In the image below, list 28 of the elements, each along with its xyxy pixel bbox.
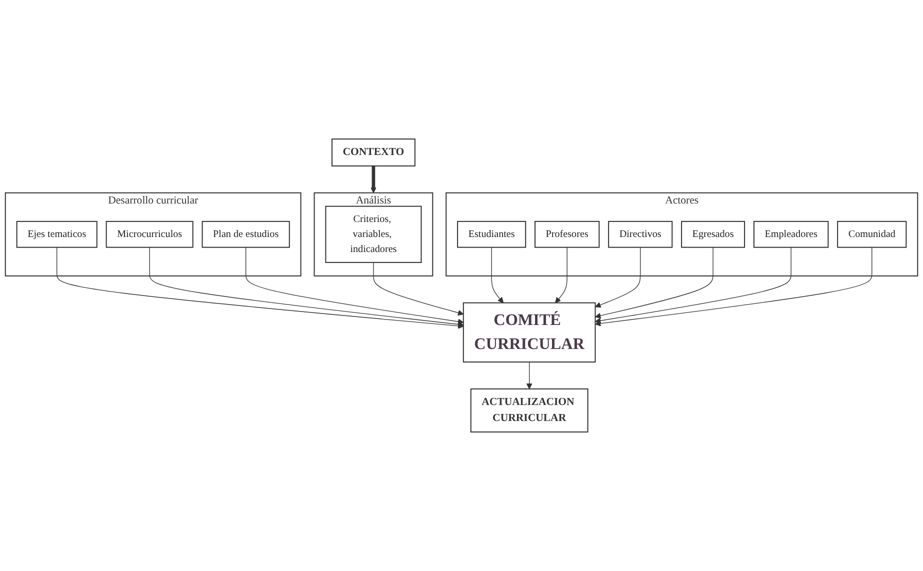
cluster <box>314 192 434 276</box>
arrow <box>246 246 464 325</box>
node-box <box>325 206 422 263</box>
cluster <box>446 192 918 276</box>
node-box <box>457 220 526 248</box>
node-box <box>534 220 600 248</box>
node-box <box>470 388 588 432</box>
node-box <box>753 220 829 248</box>
cluster <box>4 192 302 276</box>
node-box <box>608 220 673 248</box>
arrow <box>594 246 792 324</box>
arrow <box>555 246 568 304</box>
arrow <box>594 246 714 319</box>
arrow <box>491 246 504 304</box>
arrow <box>149 246 464 328</box>
arrow <box>373 262 464 316</box>
node-box <box>681 220 746 248</box>
node-box <box>332 138 416 166</box>
node-box <box>462 302 596 363</box>
node-box <box>837 220 907 248</box>
arrow <box>56 246 464 329</box>
arrow <box>370 166 376 194</box>
arrow <box>594 246 641 308</box>
node-box <box>106 220 194 248</box>
arrow <box>526 362 532 390</box>
node-box <box>16 220 98 248</box>
arrow <box>594 246 872 326</box>
node-box <box>202 220 290 248</box>
